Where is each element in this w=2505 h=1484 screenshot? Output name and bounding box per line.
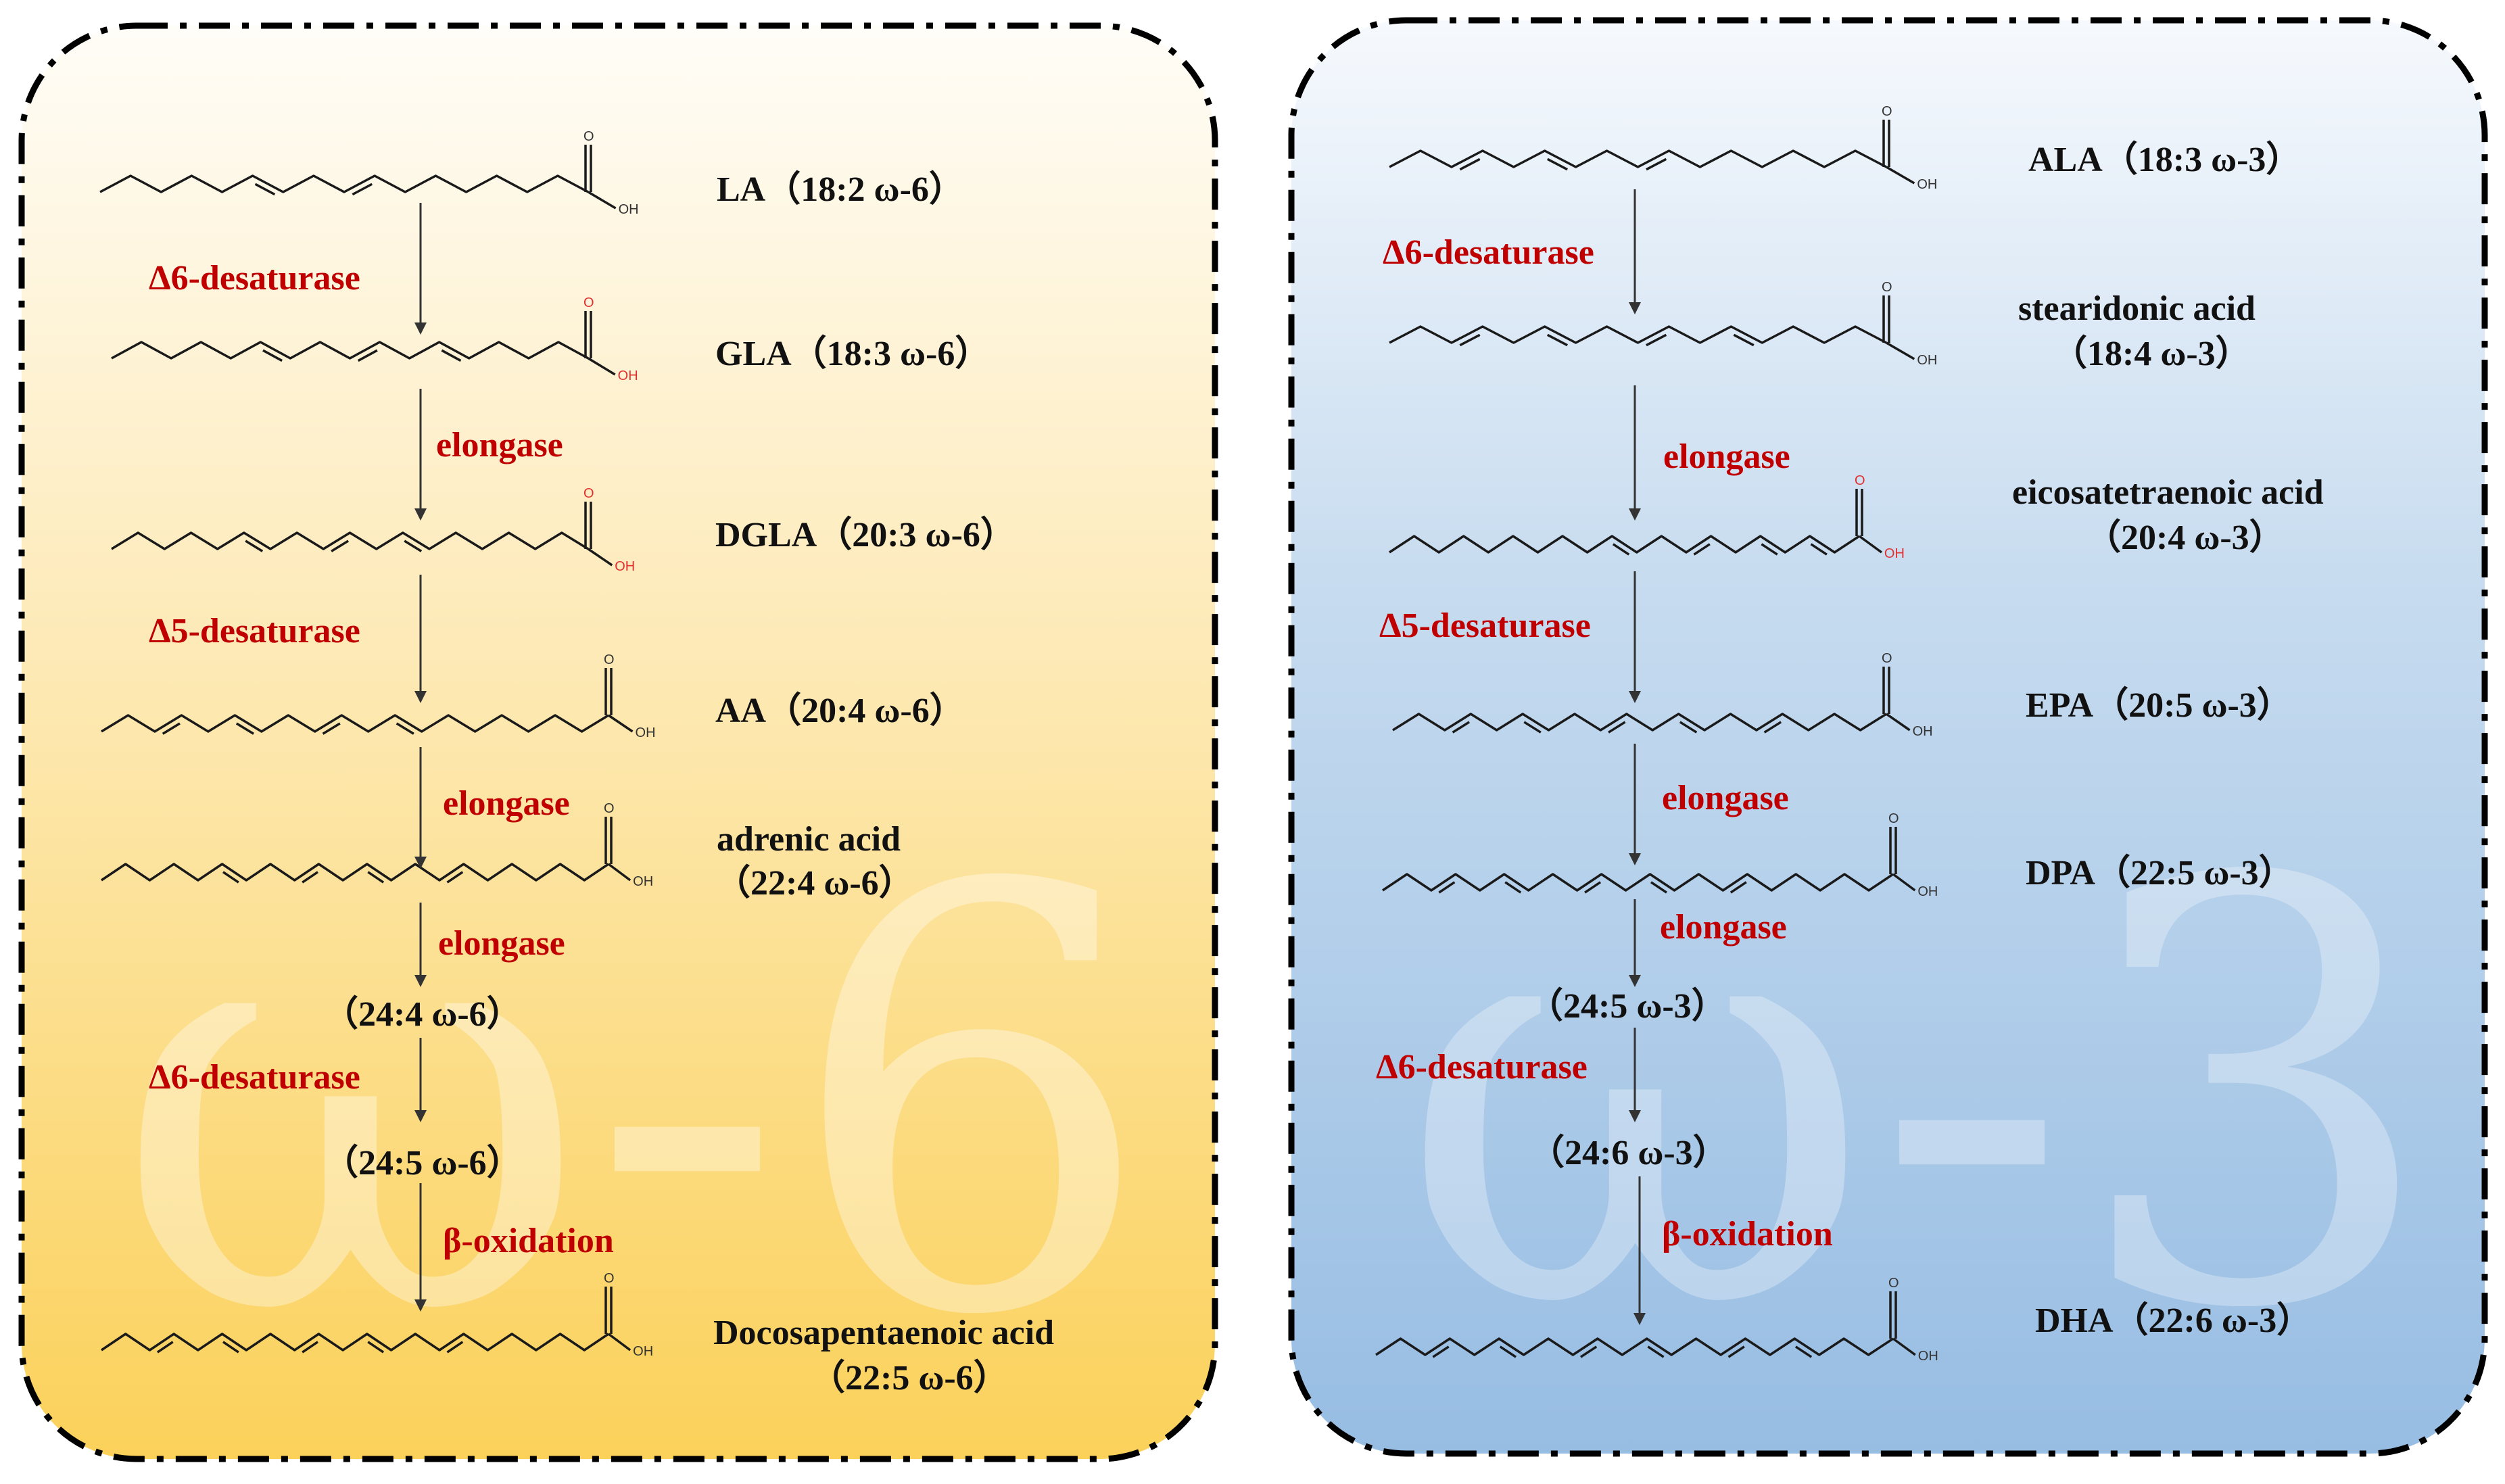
omega3-watermark: ω-3 bbox=[1400, 759, 2440, 1435]
oxygen-atom-label: O bbox=[604, 801, 615, 816]
omega6-watermark: ω-6 bbox=[115, 765, 1155, 1442]
eicosatetraenoic-acid-name: eicosatetraenoic acid bbox=[2012, 473, 2324, 512]
elongase-label: elongase bbox=[438, 924, 565, 963]
pathway-arrow bbox=[1629, 899, 1641, 987]
molecule-structures: O OH O OH O OH O OH O OH O OH O OH O OH O OH O OH O OH O OH bbox=[99, 104, 1938, 1364]
beta-oxidation-label: β-oxidation bbox=[443, 1222, 614, 1260]
beta-oxidation-label: β-oxidation bbox=[1662, 1215, 1833, 1253]
elongase-label: elongase bbox=[443, 784, 570, 823]
stearidonic-acid-formula: （18:4 ω-3） bbox=[2052, 334, 2251, 373]
oxygen-atom-label: O bbox=[1888, 811, 1899, 826]
adrenic-acid-formula: （22:4 ω-6） bbox=[715, 863, 914, 903]
aa-label: AA（20:4 ω-6） bbox=[715, 691, 965, 730]
dha-label: DHA（22:6 ω-3） bbox=[2035, 1301, 2312, 1340]
pathway-arrow bbox=[414, 203, 427, 335]
elongase-label: elongase bbox=[1663, 437, 1790, 476]
docosapentaenoic-acid-formula: （22:5 ω-6） bbox=[810, 1358, 1009, 1397]
delta5-desaturase-label: Δ5-desaturase bbox=[149, 612, 360, 650]
c24-4-omega6-label: （24:4 ω-6） bbox=[323, 995, 522, 1034]
epa-structure: O OH bbox=[1392, 651, 1933, 739]
pathway-arrow bbox=[1633, 1176, 1646, 1325]
hydroxyl-group-label: OH bbox=[615, 559, 635, 574]
pathway-arrow bbox=[1629, 744, 1641, 865]
pathway-arrow bbox=[1629, 189, 1641, 314]
hydroxyl-group-label: OH bbox=[1913, 724, 1933, 739]
eicosatetraenoic-acid-structure: O OH bbox=[1389, 473, 1905, 561]
oxygen-atom-label: O bbox=[604, 1271, 615, 1286]
stearidonic-acid-structure: O OH bbox=[1389, 280, 1937, 368]
hydroxyl-group-label: OH bbox=[1884, 546, 1905, 561]
pathway-arrow bbox=[414, 575, 427, 703]
dpa-structure: O OH bbox=[1382, 811, 1938, 899]
stearidonic-acid-name: stearidonic acid bbox=[2018, 289, 2256, 328]
adrenic-acid-name: adrenic acid bbox=[717, 820, 901, 859]
elongase-label: elongase bbox=[1662, 779, 1789, 817]
delta6-desaturase-label: Δ6-desaturase bbox=[1376, 1048, 1588, 1086]
delta5-desaturase-label: Δ5-desaturase bbox=[1379, 606, 1591, 645]
c24-5-omega3-label: （24:5 ω-3） bbox=[1528, 986, 1727, 1026]
aa-structure: O OH bbox=[101, 652, 656, 740]
dgla-structure: O OH bbox=[111, 486, 635, 574]
la-label: LA（18:2 ω-6） bbox=[717, 170, 964, 209]
delta6-desaturase-label: Δ6-desaturase bbox=[149, 259, 360, 297]
oxygen-atom-label: O bbox=[1855, 473, 1865, 488]
ala-structure: O OH bbox=[1389, 104, 1937, 192]
omega3-panel bbox=[1288, 17, 2488, 1457]
delta6-desaturase-label: Δ6-desaturase bbox=[1383, 233, 1594, 272]
hydroxyl-group-label: OH bbox=[633, 874, 653, 889]
pathway-arrow bbox=[1629, 385, 1641, 521]
elongase-label: elongase bbox=[1660, 908, 1787, 947]
hydroxyl-group-label: OH bbox=[636, 725, 656, 740]
c24-6-omega3-label: （24:6 ω-3） bbox=[1529, 1133, 1728, 1172]
oxygen-atom-label: O bbox=[1882, 104, 1892, 119]
pathway-arrow bbox=[1629, 571, 1641, 703]
pathway-arrows bbox=[414, 189, 1646, 1325]
oxygen-atom-label: O bbox=[583, 486, 594, 501]
epa-label: EPA（20:5 ω-3） bbox=[2026, 686, 2292, 725]
oxygen-atom-label: O bbox=[1888, 1276, 1899, 1291]
hydroxyl-group-label: OH bbox=[619, 202, 639, 217]
dha-structure: O OH bbox=[1375, 1276, 1938, 1364]
hydroxyl-group-label: OH bbox=[618, 368, 638, 383]
delta6-desaturase-label: Δ6-desaturase bbox=[149, 1058, 360, 1097]
dgla-label: DGLA（20:3 ω-6） bbox=[715, 515, 1016, 554]
omega6-panel bbox=[18, 22, 1218, 1462]
gla-label: GLA（18:3 ω-6） bbox=[715, 334, 990, 373]
oxygen-atom-label: O bbox=[583, 129, 594, 144]
hydroxyl-group-label: OH bbox=[1918, 1349, 1938, 1364]
oxygen-atom-label: O bbox=[604, 652, 615, 667]
elongase-label: elongase bbox=[436, 426, 563, 464]
hydroxyl-group-label: OH bbox=[1917, 884, 1938, 899]
c24-5-omega6-label: （24:5 ω-6） bbox=[323, 1143, 522, 1182]
oxygen-atom-label: O bbox=[583, 295, 594, 310]
hydroxyl-group-label: OH bbox=[1917, 177, 1937, 192]
docosapentaenoic-acid-structure: O OH bbox=[101, 1271, 653, 1359]
oxygen-atom-label: O bbox=[1882, 651, 1892, 666]
pathway-arrow bbox=[414, 389, 427, 521]
hydroxyl-group-label: OH bbox=[633, 1344, 653, 1359]
pathway-arrow bbox=[1629, 1028, 1641, 1122]
hydroxyl-group-label: OH bbox=[1917, 353, 1937, 368]
pathway-arrow bbox=[414, 1038, 427, 1122]
dpa-label: DPA（22:5 ω-3） bbox=[2026, 853, 2294, 892]
la-structure: O OH bbox=[99, 129, 639, 217]
docosapentaenoic-acid-name: Docosapentaenoic acid bbox=[713, 1314, 1054, 1352]
eicosatetraenoic-acid-formula: （20:4 ω-3） bbox=[2086, 518, 2285, 557]
pathway-arrow bbox=[414, 903, 427, 987]
pathway-arrow bbox=[414, 1183, 427, 1312]
pathway-arrow bbox=[414, 747, 427, 869]
adrenic-acid-structure: O OH bbox=[101, 801, 653, 889]
gla-structure: O OH bbox=[111, 295, 638, 383]
ala-label: ALA（18:3 ω-3） bbox=[2028, 140, 2301, 179]
oxygen-atom-label: O bbox=[1882, 280, 1892, 295]
